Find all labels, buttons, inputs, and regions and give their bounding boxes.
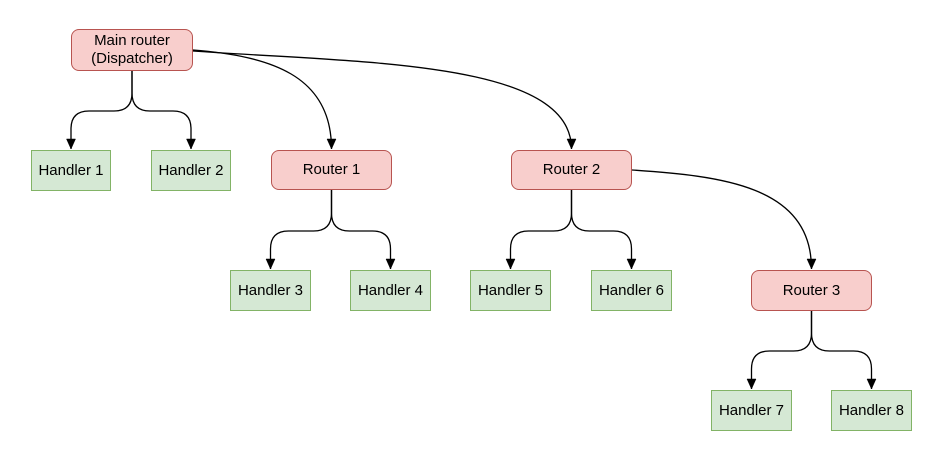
node-label: Handler 8	[838, 401, 905, 419]
node-label: Handler 7	[718, 401, 785, 419]
node-label: Handler 6	[598, 281, 665, 299]
node-label: Handler 2	[158, 161, 224, 179]
edge-main-router1	[192, 49, 337, 150]
node-main: Main router (Dispatcher)	[71, 29, 193, 71]
node-handler1: Handler 1	[31, 150, 111, 191]
edge-main-handler1	[66, 71, 133, 150]
node-router1: Router 1	[271, 150, 392, 190]
node-label: Main router (Dispatcher)	[91, 32, 173, 67]
edge-router1-handler4	[330, 190, 396, 270]
node-label: Handler 3	[237, 281, 304, 299]
edge-router3-handler8	[810, 311, 877, 390]
edge-main-handler2	[131, 71, 196, 150]
node-handler2: Handler 2	[151, 150, 231, 191]
node-handler3: Handler 3	[230, 270, 311, 311]
node-label: Handler 5	[477, 281, 544, 299]
edge-router1-handler3	[265, 190, 333, 270]
edge-router2-router3	[631, 169, 817, 270]
edge-main-router2	[192, 50, 577, 150]
node-handler8: Handler 8	[831, 390, 912, 431]
edge-router2-handler6	[570, 190, 637, 270]
node-label: Router 2	[542, 161, 601, 178]
edge-router2-handler5	[505, 190, 573, 270]
node-label: Router 3	[782, 281, 841, 299]
edge-router3-handler7	[746, 311, 813, 390]
node-handler4: Handler 4	[350, 270, 431, 311]
node-label: Handler 4	[357, 281, 424, 299]
node-router3: Router 3	[751, 270, 872, 311]
node-router2: Router 2	[511, 150, 632, 190]
node-handler6: Handler 6	[591, 270, 672, 311]
node-handler5: Handler 5	[470, 270, 551, 311]
node-handler7: Handler 7	[711, 390, 792, 431]
node-label: Handler 1	[38, 161, 104, 179]
node-label: Router 1	[302, 161, 361, 178]
